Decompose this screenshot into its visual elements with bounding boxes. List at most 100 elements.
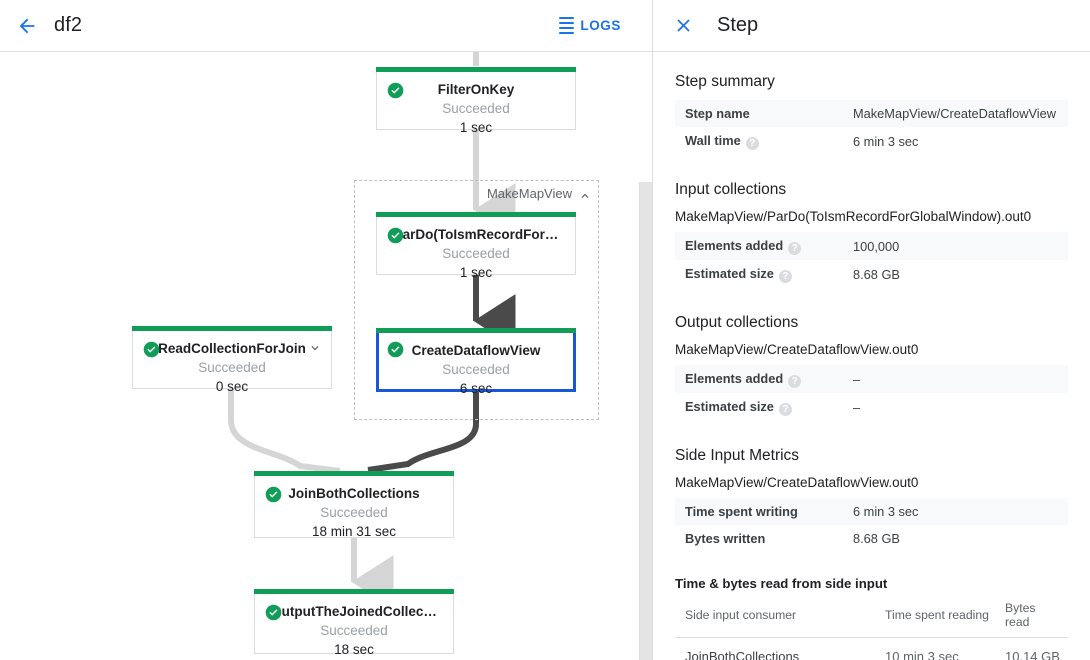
close-icon: [676, 19, 690, 32]
node-status-accent: [376, 328, 576, 333]
row-key-label: Elements added: [685, 238, 784, 253]
chevron-down-icon[interactable]: [308, 341, 322, 355]
job-graph-canvas[interactable]: MakeMapView FilterOnKey Succeeded 1 sec: [0, 52, 653, 660]
back-button[interactable]: [10, 9, 44, 43]
logs-button-label: LOGS: [580, 18, 621, 33]
row-key-cell: Estimated size?: [675, 260, 843, 288]
table-row: Step name MakeMapView/CreateDataflowView: [675, 100, 1068, 127]
graph-node-read-collection-for-join[interactable]: ReadCollectionForJoin Succeeded 0 sec: [132, 326, 332, 394]
input-collections-table: Elements added? 100,000 Estimated size? …: [675, 232, 1068, 288]
node-status-accent: [376, 212, 576, 217]
row-value-cell: 8.68 GB: [853, 531, 900, 546]
table-row: Estimated size? –: [675, 393, 1068, 421]
step-panel-header: Step: [653, 0, 1090, 52]
row-key-cell: Elements added?: [675, 365, 843, 393]
row-key-cell: Step name: [675, 100, 843, 127]
graph-node-pardo-toismrecordfor[interactable]: ParDo(ToIsmRecordFor… Succeeded 1 sec: [376, 212, 576, 280]
input-collection-name: MakeMapView/ParDo(ToIsmRecordForGlobalWi…: [675, 209, 1032, 224]
node-status: Succeeded: [442, 101, 510, 116]
row-key-label: Step name: [685, 106, 750, 121]
graph-node-output-the-joined-collec[interactable]: OutputTheJoinedCollec… Succeeded 18 sec: [254, 589, 454, 657]
node-status: Succeeded: [320, 505, 388, 520]
node-status-accent: [254, 471, 454, 476]
step-summary-table: Step name MakeMapView/CreateDataflowView…: [675, 100, 1068, 155]
cell-bytes-read: 10.14 GB: [995, 637, 1068, 660]
node-status-accent: [254, 589, 454, 594]
page-title: df2: [54, 14, 83, 36]
node-time: 0 sec: [215, 379, 249, 394]
row-value-cell: MakeMapView/CreateDataflowView: [853, 106, 1056, 121]
node-status-accent: [132, 326, 332, 331]
node-time: 18 min 31 sec: [311, 524, 397, 539]
top-app-bar: df2 LOGS: [0, 0, 653, 52]
cell-time-spent-reading: 10 min 3 sec: [875, 637, 995, 660]
node-name: CreateDataflowView: [411, 343, 541, 358]
node-name: ParDo(ToIsmRecordFor…: [393, 227, 559, 242]
table-row: Elements added? 100,000: [675, 232, 1068, 260]
node-name: FilterOnKey: [437, 82, 515, 97]
node-body: CreateDataflowView Succeeded 6 sec: [379, 333, 573, 398]
row-value-cell: 6 min 3 sec: [853, 133, 919, 149]
step-panel-title: Step: [717, 14, 759, 36]
row-key-cell: Wall time?: [675, 127, 843, 155]
column-header-time-spent-reading[interactable]: Time spent reading: [875, 595, 995, 638]
side-input-collection-name: MakeMapView/CreateDataflowView.out0: [675, 475, 919, 490]
node-body: OutputTheJoinedCollec… Succeeded 18 sec: [255, 594, 453, 659]
output-collections-table: Elements added? – Estimated size? –: [675, 365, 1068, 421]
table-header-row: Side input consumer Time spent reading B…: [675, 595, 1068, 638]
node-status: Succeeded: [320, 623, 388, 638]
table-row: JoinBothCollections 10 min 3 sec 10.14 G…: [675, 637, 1068, 660]
row-value-cell: –: [853, 399, 861, 415]
node-status: Succeeded: [198, 360, 266, 375]
row-value-cell: –: [853, 371, 861, 387]
help-icon[interactable]: ?: [745, 137, 759, 150]
close-panel-button[interactable]: [667, 10, 699, 42]
help-icon[interactable]: ?: [788, 375, 802, 388]
chevron-up-icon[interactable]: [578, 189, 592, 203]
column-header-side-input-consumer[interactable]: Side input consumer: [675, 595, 875, 638]
graph-vertical-scrollbar[interactable]: [639, 182, 652, 660]
table-row: Estimated size? 8.68 GB: [675, 260, 1068, 288]
row-key-cell: Elements added?: [675, 232, 843, 260]
step-panel-content: Step summary Step name MakeMapView/Creat…: [653, 52, 1090, 660]
graph-node-join-both-collections[interactable]: JoinBothCollections Succeeded 18 min 31 …: [254, 471, 454, 541]
node-status: Succeeded: [442, 362, 510, 377]
row-value-cell: 8.68 GB: [853, 266, 900, 282]
graph-node-create-dataflow-view[interactable]: CreateDataflowView Succeeded 6 sec: [376, 328, 576, 396]
node-time: 1 sec: [459, 265, 493, 280]
node-name: JoinBothCollections: [288, 486, 420, 501]
group-box-makemapview[interactable]: MakeMapView: [354, 180, 599, 420]
table-row: Wall time? 6 min 3 sec: [675, 127, 1068, 155]
side-input-metrics-heading: Side Input Metrics: [675, 447, 800, 464]
check-circle-icon: [265, 604, 282, 621]
check-circle-icon: [265, 486, 282, 503]
job-graph-pane: df2 LOGS: [0, 0, 653, 660]
graph-node-filter-on-key[interactable]: FilterOnKey Succeeded 1 sec: [376, 67, 576, 135]
table-row: Time spent writing 6 min 3 sec: [675, 498, 1068, 525]
column-header-bytes-read[interactable]: Bytes read: [995, 595, 1068, 638]
arrow-left-icon: [19, 18, 35, 33]
graph-scrollbar-track[interactable]: [639, 52, 652, 660]
step-details-panel: Step Step summary Step name MakeMapView/…: [653, 0, 1090, 660]
row-key-label: Elements added: [685, 371, 784, 386]
check-circle-icon: [387, 82, 404, 99]
row-key-label: Estimated size: [685, 266, 774, 281]
node-body: ParDo(ToIsmRecordFor… Succeeded 1 sec: [377, 217, 575, 282]
node-body: FilterOnKey Succeeded 1 sec: [377, 72, 575, 137]
side-input-metrics-table: Time spent writing 6 min 3 sec Bytes wri…: [675, 498, 1068, 552]
side-input-read-table: Side input consumer Time spent reading B…: [675, 595, 1068, 660]
output-collections-heading: Output collections: [675, 314, 799, 331]
node-body: JoinBothCollections Succeeded 18 min 31 …: [255, 476, 453, 541]
node-name: OutputTheJoinedCollec…: [271, 604, 437, 619]
table-row: Elements added? –: [675, 365, 1068, 393]
node-body: ReadCollectionForJoin Succeeded 0 sec: [133, 331, 331, 396]
node-time: 1 sec: [459, 120, 493, 135]
logs-button[interactable]: LOGS: [551, 11, 629, 40]
help-icon[interactable]: ?: [788, 242, 802, 255]
help-icon[interactable]: ?: [778, 270, 792, 283]
help-icon[interactable]: ?: [778, 403, 792, 416]
row-key-label: Estimated size: [685, 399, 774, 414]
step-summary-heading: Step summary: [675, 73, 775, 90]
output-collection-name: MakeMapView/CreateDataflowView.out0: [675, 342, 919, 357]
